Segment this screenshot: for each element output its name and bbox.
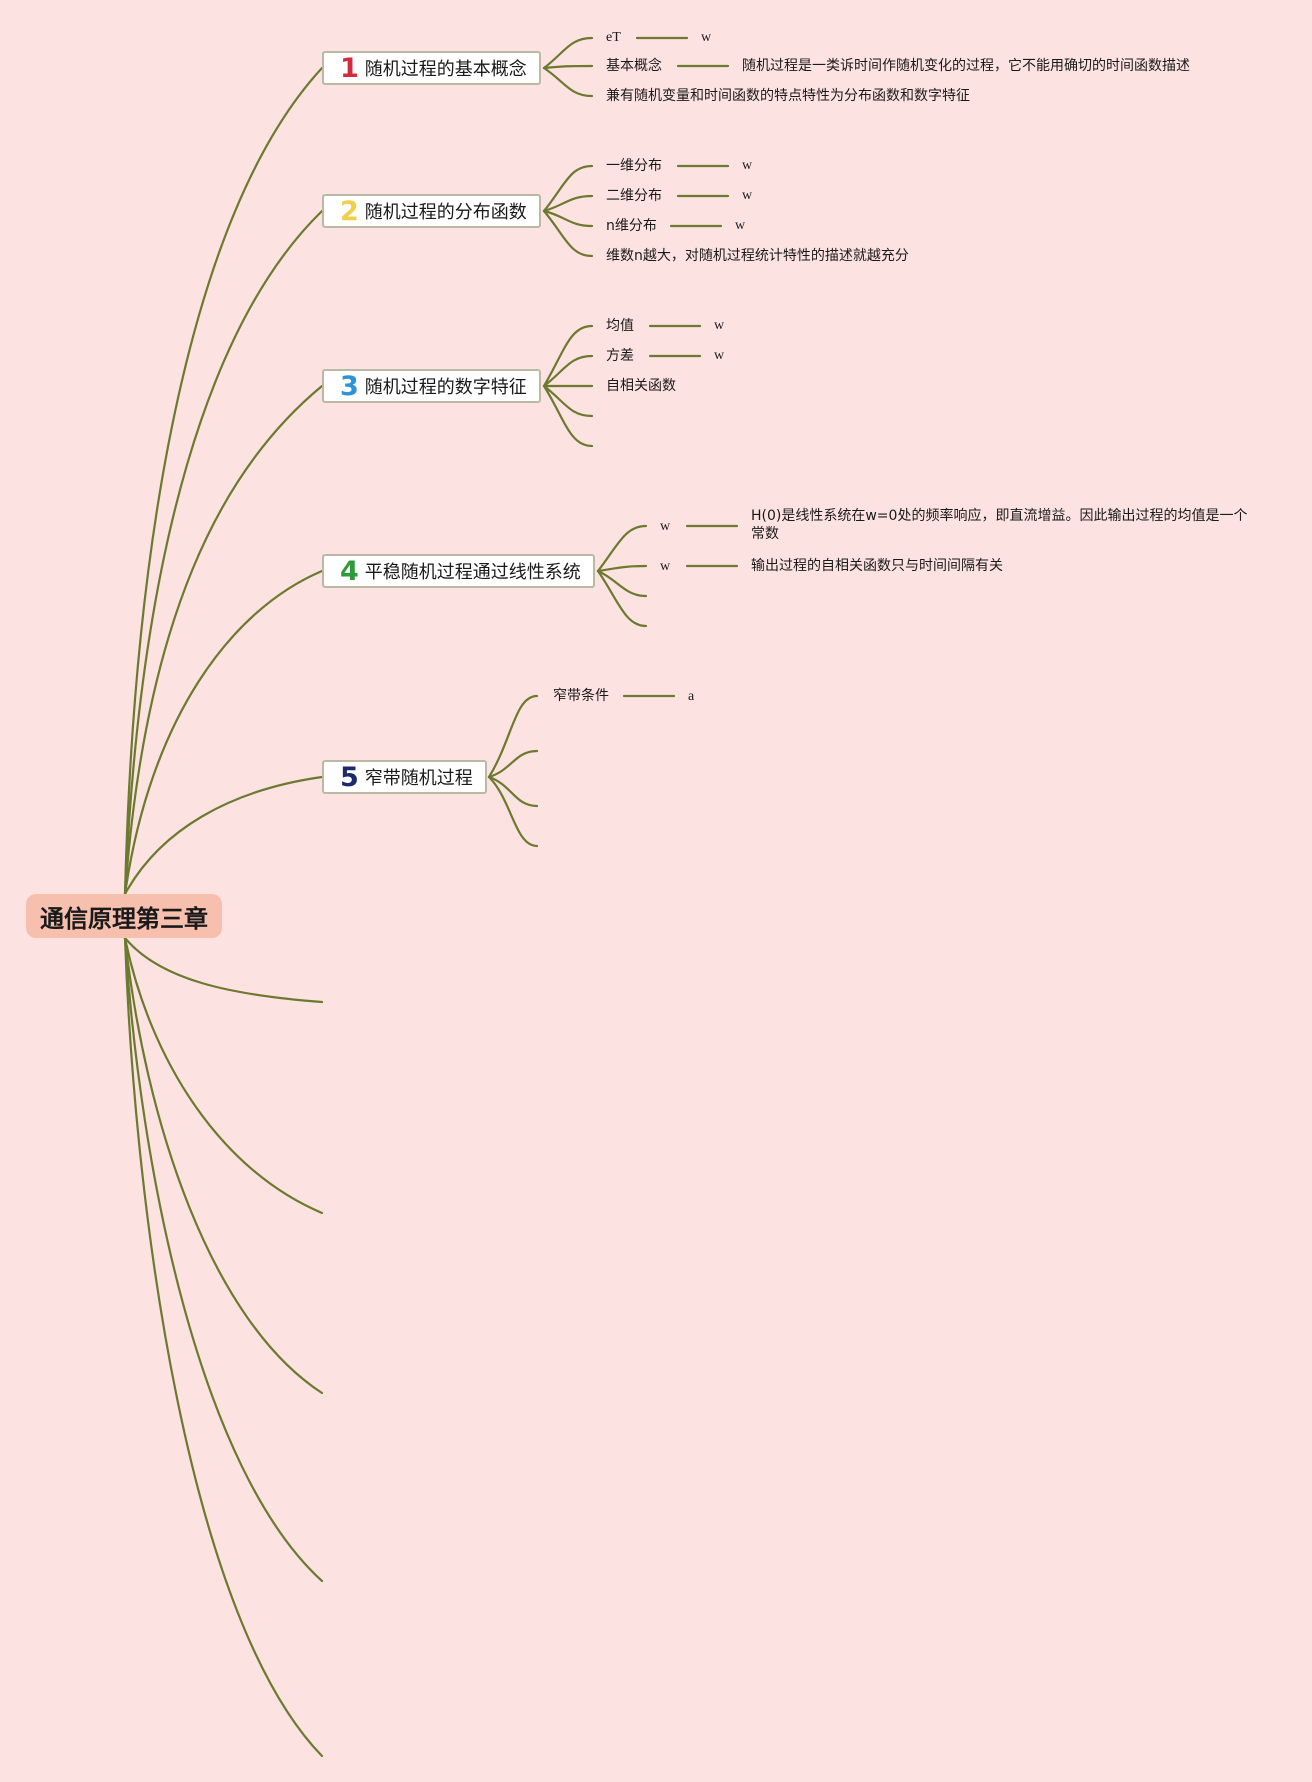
branch-topic-1 [123,66,324,896]
t5-branch-2 [487,749,539,779]
t4-branch-1 [596,524,648,573]
t5-branch-3 [487,775,539,808]
topic-3-label: 随机过程的数字特征 [364,377,527,398]
branch-empty-10 [123,936,324,1758]
t1-item-1-value[interactable]: w [701,30,712,45]
t3-branch-1 [542,324,594,388]
topic-2-label: 随机过程的分布函数 [364,202,527,223]
topic-3-number: 3 [340,370,359,402]
t4-item-1-label[interactable]: w [660,519,671,534]
branch-topic-4 [123,569,324,896]
topic-4-number: 4 [340,555,359,587]
topic-1-label: 随机过程的基本概念 [364,59,527,80]
topic-1-number: 1 [340,52,359,84]
t2-branch-4 [542,209,594,258]
topic-3[interactable]: 3 随机过程的数字特征 [322,369,541,403]
branch-topic-2 [123,209,324,896]
t2-branch-2 [542,194,594,213]
t1-branch-2 [542,64,594,70]
t5-branch-1 [487,694,539,779]
t1-item-2-value[interactable]: 随机过程是一类诉时间作随机变化的过程，它不能用确切的时间函数描述 [742,58,1190,74]
topic-5-label: 窄带随机过程 [364,768,473,789]
branch-topic-3 [123,384,324,896]
t5-item-1-value[interactable]: a [688,689,695,704]
topic-5[interactable]: 5 窄带随机过程 [322,760,487,794]
topic-2[interactable]: 2 随机过程的分布函数 [322,194,541,228]
branch-topic-5 [123,775,324,896]
t2-item-1-value[interactable]: w [742,158,753,173]
t1-item-3-label[interactable]: 兼有随机变量和时间函数的特点特性为分布函数和数字特征 [606,88,970,104]
t4-item-2-value[interactable]: 输出过程的自相关函数只与时间间隔有关 [751,558,1003,574]
t2-item-2-label[interactable]: 二维分布 [606,188,662,204]
t3-branch-4 [542,384,594,418]
t2-branch-3 [542,209,594,228]
t4-branch-2 [596,564,648,573]
branch-empty-8 [123,936,324,1395]
topic-2-number: 2 [340,195,359,227]
t2-item-3-value[interactable]: w [735,218,746,233]
t2-item-4-label[interactable]: 维数n越大，对随机过程统计特性的描述就越充分 [606,248,909,264]
t1-branch-3 [542,66,594,98]
t1-branch-1 [542,36,594,70]
topic-5-number: 5 [340,761,359,793]
t2-branch-1 [542,164,594,213]
topic-4[interactable]: 4 平稳随机过程通过线性系统 [322,554,595,588]
branch-empty-6 [123,936,324,1004]
t3-branch-5 [542,384,594,448]
t3-item-3-label[interactable]: 自相关函数 [606,378,676,394]
t3-item-1-value[interactable]: w [714,318,725,333]
t4-branch-3 [596,569,648,598]
root-node[interactable]: 通信原理第三章 [26,894,222,938]
t4-item-2-label[interactable]: w [660,559,671,574]
t3-branch-2 [542,354,594,388]
topic-1[interactable]: 1 随机过程的基本概念 [322,51,541,85]
t3-item-2-label[interactable]: 方差 [606,348,634,364]
t1-item-2-label[interactable]: 基本概念 [606,58,662,74]
topic-4-label: 平稳随机过程通过线性系统 [364,562,581,583]
root-label: 通信原理第三章 [40,904,208,933]
t3-item-2-value[interactable]: w [714,348,725,363]
t2-item-1-label[interactable]: 一维分布 [606,158,662,174]
t5-branch-4 [487,775,539,848]
t1-item-1-label[interactable]: eT [606,30,621,45]
t2-item-2-value[interactable]: w [742,188,753,203]
branch-empty-9 [123,936,324,1583]
t4-branch-4 [596,569,648,628]
t3-item-1-label[interactable]: 均值 [606,318,634,334]
t5-item-1-label[interactable]: 窄带条件 [553,688,609,704]
t2-item-3-label[interactable]: n维分布 [606,218,657,234]
branch-empty-7 [123,936,324,1215]
t4-item-1-value[interactable]: H(0)是线性系统在w=0处的频率响应，即直流增益。因此输出过程的均值是一个常数 [751,508,1248,542]
